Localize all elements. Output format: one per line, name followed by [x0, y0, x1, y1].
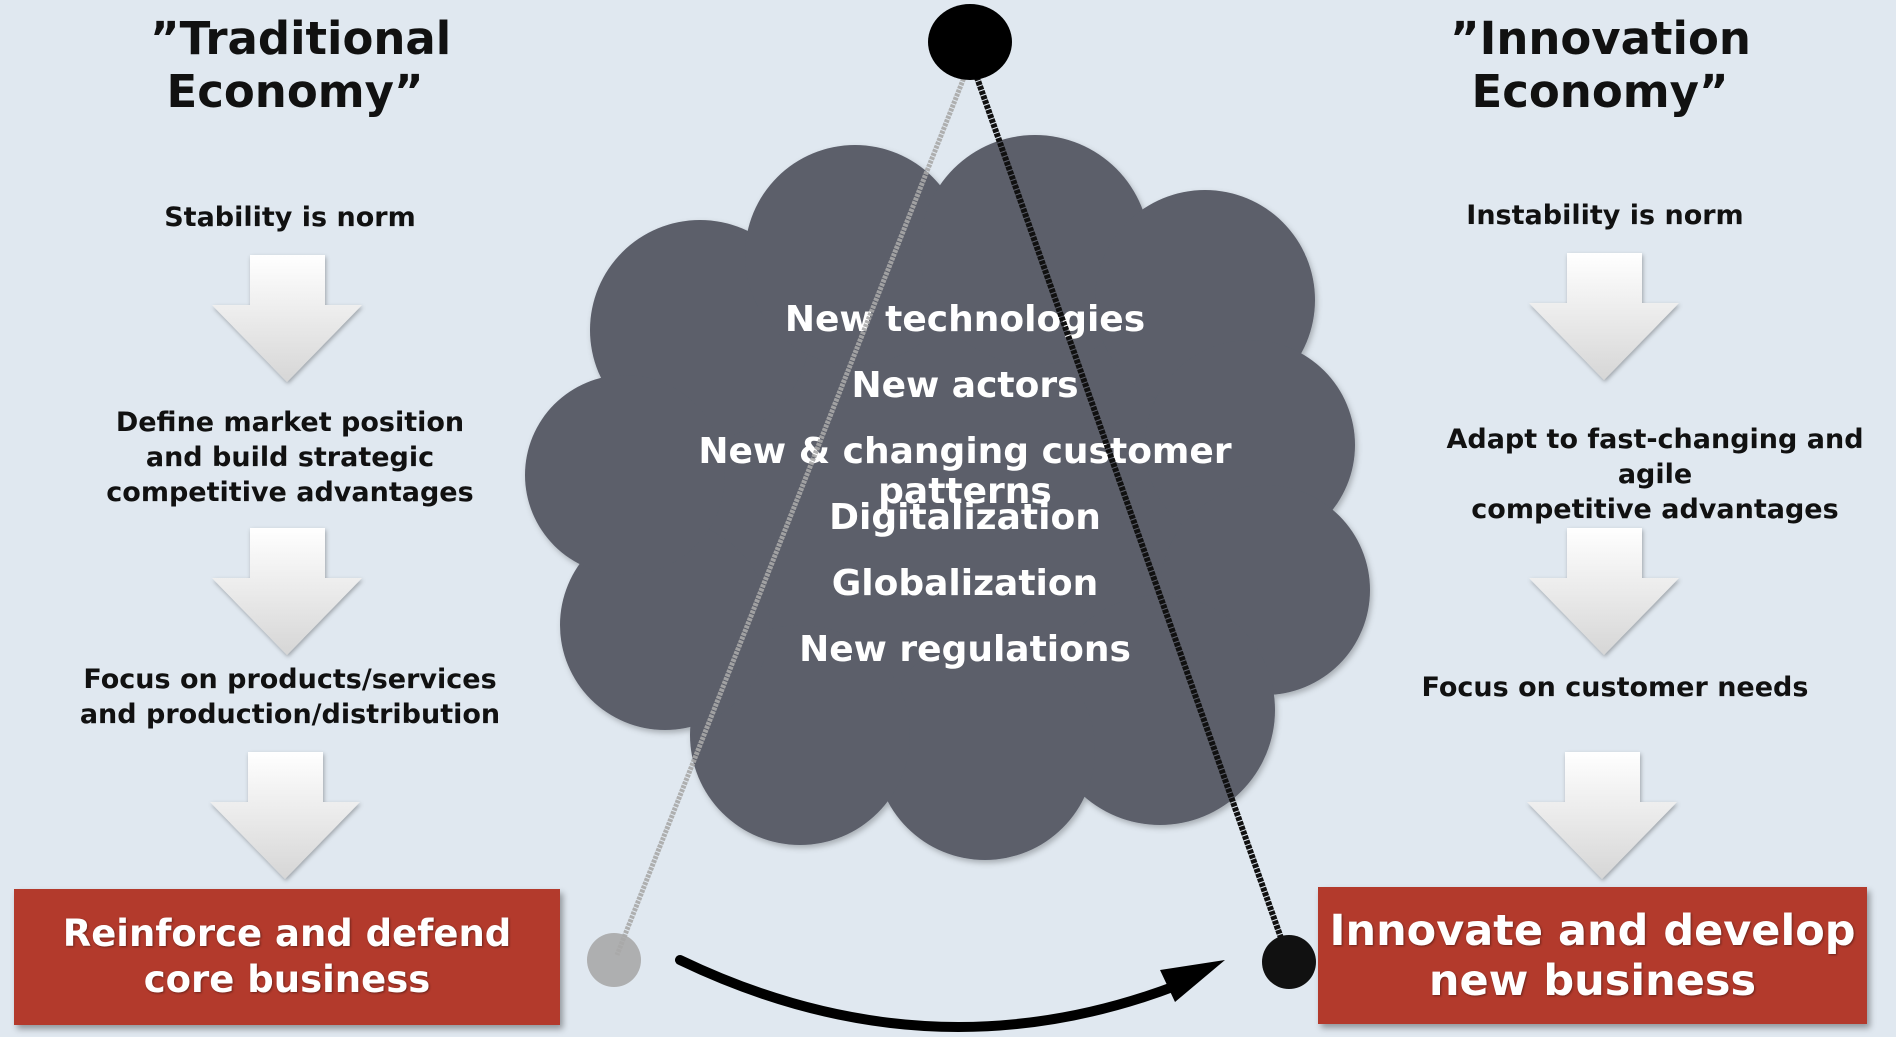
innovate-new-business-text: Innovate and develop new business: [1329, 905, 1856, 1006]
right-step-3: Focus on customer needs: [1421, 672, 1809, 703]
cloud-item-customer-patterns: New & changing customer patterns: [698, 431, 1232, 512]
down-arrow-icon: [212, 528, 362, 655]
pendulum-bob-icon: [1262, 935, 1316, 989]
down-arrow-icon: [1527, 752, 1677, 879]
innovate-new-business-box: Innovate and develop new business: [1318, 887, 1867, 1024]
cloud-item-globalization: Globalization: [831, 563, 1099, 604]
cloud-item-new-regulations: New regulations: [799, 629, 1131, 670]
pendulum-string: [972, 71, 1290, 956]
right-step-1: Instability is norm: [1466, 200, 1744, 231]
swing-arrowhead-icon: [1160, 960, 1225, 1002]
reinforce-core-business-box: Reinforce and defend core business: [14, 889, 560, 1025]
swing-arrow-icon: [675, 955, 1183, 1032]
cloud-item-new-actors: New actors: [851, 365, 1079, 406]
down-arrow-icon: [1529, 253, 1679, 380]
pendulum-pivot-icon: [928, 4, 1012, 80]
left-step-1: Stability is norm: [164, 202, 416, 233]
pendulum-ghost-bob-icon: [587, 933, 641, 987]
down-arrow-icon: [210, 752, 360, 879]
left-step-3: Focus on products/services and productio…: [79, 664, 501, 730]
cloud-item-digitalization: Digitalization: [829, 497, 1101, 538]
right-step-2: Adapt to fast-changing and agile competi…: [1446, 424, 1864, 525]
left-step-2: Define market position and build strateg…: [106, 407, 474, 508]
reinforce-core-business-text: Reinforce and defend core business: [62, 912, 512, 1001]
down-arrow-icon: [1529, 528, 1679, 655]
innovation-economy-title: ”Innovation Economy”: [1450, 12, 1751, 118]
cloud-item-new-technologies: New technologies: [784, 299, 1146, 340]
traditional-economy-title: ”Traditional Economy”: [150, 12, 452, 118]
down-arrow-icon: [212, 255, 362, 382]
pendulum-ghost-string: [614, 74, 968, 956]
